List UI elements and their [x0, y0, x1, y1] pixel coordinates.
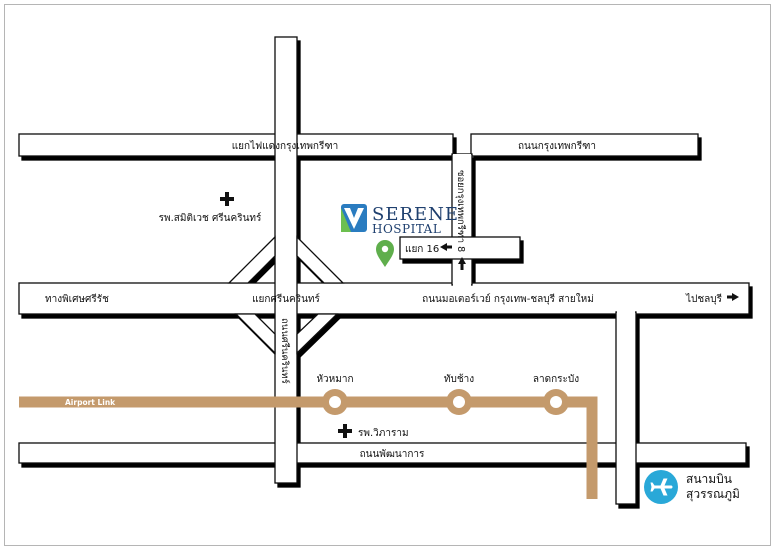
road-krungthep-kreetha-west — [18, 133, 454, 157]
arrow-icon — [440, 243, 452, 251]
landmark-label: รพ.วิภาราม — [358, 428, 409, 439]
road-label-main-exit: ไปชลบุรี — [685, 293, 723, 305]
airport-label-line1: สนามบิน — [686, 472, 732, 486]
logo-line1: SERENE — [372, 204, 459, 225]
landmark-hospital-samitivej[interactable]: รพ.สมิติเวช ศรีนครินทร์ — [159, 192, 262, 224]
road-label-bottom: ถนนพัฒนาการ — [360, 449, 425, 460]
interchange-ramp-nw — [227, 235, 276, 284]
logo-icon — [341, 204, 367, 232]
road-label-main-west: ทางพิเศษศรีรัช — [45, 293, 109, 305]
landmark-hospital-vibharam[interactable]: รพ.วิภาราม — [338, 424, 409, 439]
station-huamak[interactable]: หัวหมาก — [316, 374, 354, 415]
road-label-vertical: ถนนศรีนครินทร์ — [279, 318, 291, 384]
station-label: ลาดกระบัง — [533, 374, 579, 385]
road-network — [18, 36, 750, 505]
airplane-icon — [644, 470, 678, 504]
road-motorway — [18, 282, 750, 315]
landmark-label: รพ.สมิติเวช ศรีนครินทร์ — [159, 212, 262, 224]
rail-line — [19, 396, 598, 499]
interchange-ramp-ne — [296, 235, 345, 284]
rail-line-label: Airport Link — [65, 398, 116, 407]
road-label-top-left: แยกไฟแดงกรุงเทพกรีฑา — [232, 140, 339, 152]
road-label-soi-junction: แยก 16 — [405, 244, 439, 255]
landmark-suvarnabhumi-airport[interactable]: สนามบิน สุวรรณภูมิ — [644, 470, 740, 504]
cross-icon — [338, 424, 352, 438]
interchange-ramp-sw — [234, 313, 276, 355]
map-pin-icon[interactable] — [376, 240, 394, 267]
station-label: หัวหมาก — [316, 374, 353, 385]
road-srinakarin — [274, 36, 298, 484]
arrow-icon — [727, 293, 739, 301]
station-label: ทับช้าง — [444, 373, 474, 385]
interchange-ramp-se — [296, 313, 339, 355]
road-krungthep-kreetha-east — [470, 133, 699, 157]
logo-line2: HOSPITAL — [372, 222, 441, 236]
road-phatthanakan — [18, 442, 747, 464]
airport-label-line2: สุวรรณภูมิ — [686, 487, 740, 502]
road-label-main-east: ถนนมอเตอร์เวย์ กรุงเทพ-ชลบุรี สายใหม่ — [422, 293, 594, 305]
arrow-icon — [440, 243, 739, 301]
road-label-soi: ซอยกรุงเทพกรีฑา 8 — [455, 170, 467, 252]
arrow-icon — [458, 257, 466, 270]
cross-icon — [220, 192, 234, 206]
road-labels: แยกไฟแดงกรุงเทพกรีฑา ถนนกรุงเทพกรีฑา ซอย… — [45, 140, 723, 460]
road-label-top-right: ถนนกรุงเทพกรีฑา — [518, 140, 596, 152]
serene-hospital-logo[interactable]: SERENE HOSPITAL — [341, 204, 459, 236]
road-label-main-center: แยกศรีนครินทร์ — [252, 293, 320, 305]
station-latkrabang[interactable]: ลาดกระบัง — [533, 374, 579, 415]
map-frame — [4, 4, 771, 546]
airport-rail-link: Airport Link หัวหมาก ทับช้าง ลาดกระบัง — [19, 373, 598, 499]
road-airport-access — [615, 311, 637, 505]
station-thapchang[interactable]: ทับช้าง — [444, 373, 474, 415]
